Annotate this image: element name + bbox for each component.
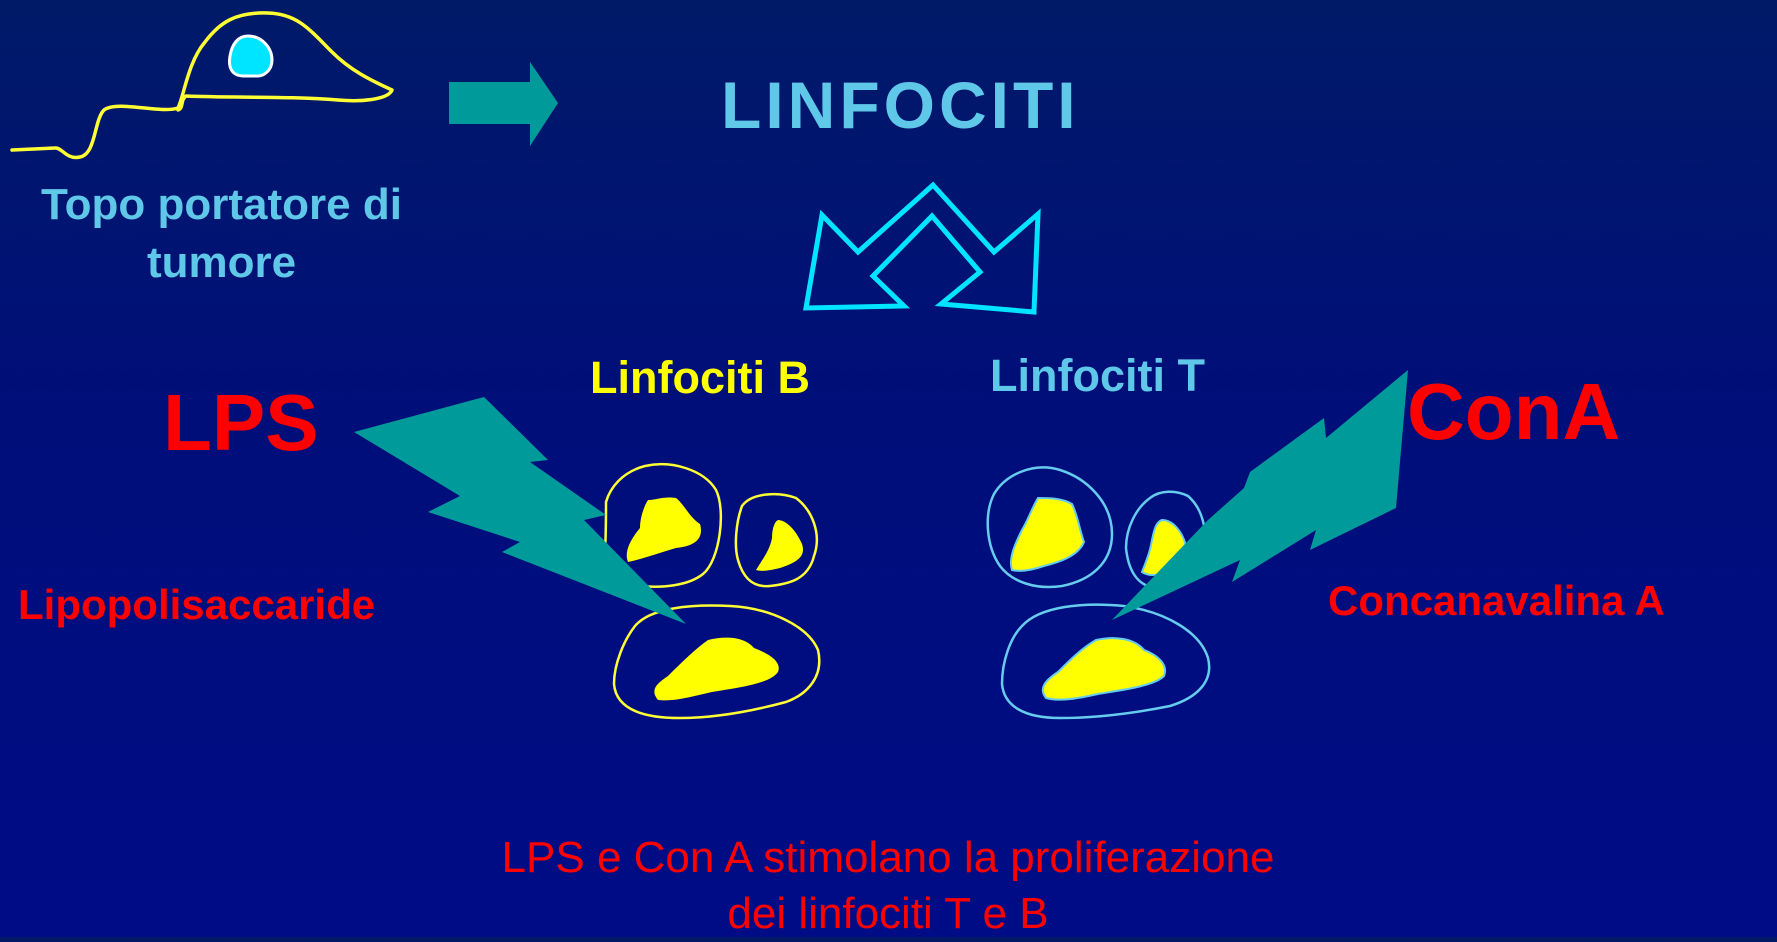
- lps-label: LPS: [163, 378, 319, 467]
- page-title: LINFOCITI: [721, 68, 1080, 142]
- lymphocyte-cell-icon: [612, 604, 821, 720]
- right-arrow-icon: [449, 62, 558, 146]
- bottom-caption: LPS e Con A stimolano la proliferazione …: [501, 833, 1275, 938]
- lymphocyte-cell-icon: [1000, 603, 1211, 720]
- lps-full-name: Lipopolisaccaride: [18, 581, 376, 628]
- lymphocyte-cell-icon: [734, 492, 819, 588]
- split-arrow-icon: [803, 181, 1041, 315]
- b-cells-label: Linfociti B: [590, 352, 810, 403]
- b-lymphocytes-group: [602, 463, 821, 720]
- t-cells-label: Linfociti T: [990, 350, 1205, 401]
- mouse-outline-icon: [10, 11, 394, 160]
- lightning-bolt-icon: [1112, 370, 1408, 620]
- mouse-eye-icon: [228, 34, 274, 78]
- cona-label: ConA: [1407, 367, 1621, 456]
- lightning-bolt-icon: [354, 397, 686, 624]
- cona-full-name: Concanavalina A: [1328, 577, 1665, 624]
- mouse-caption: Topo portatore di tumore: [41, 180, 402, 287]
- lymphocyte-cell-icon: [986, 466, 1114, 589]
- t-lymphocytes-group: [986, 466, 1211, 720]
